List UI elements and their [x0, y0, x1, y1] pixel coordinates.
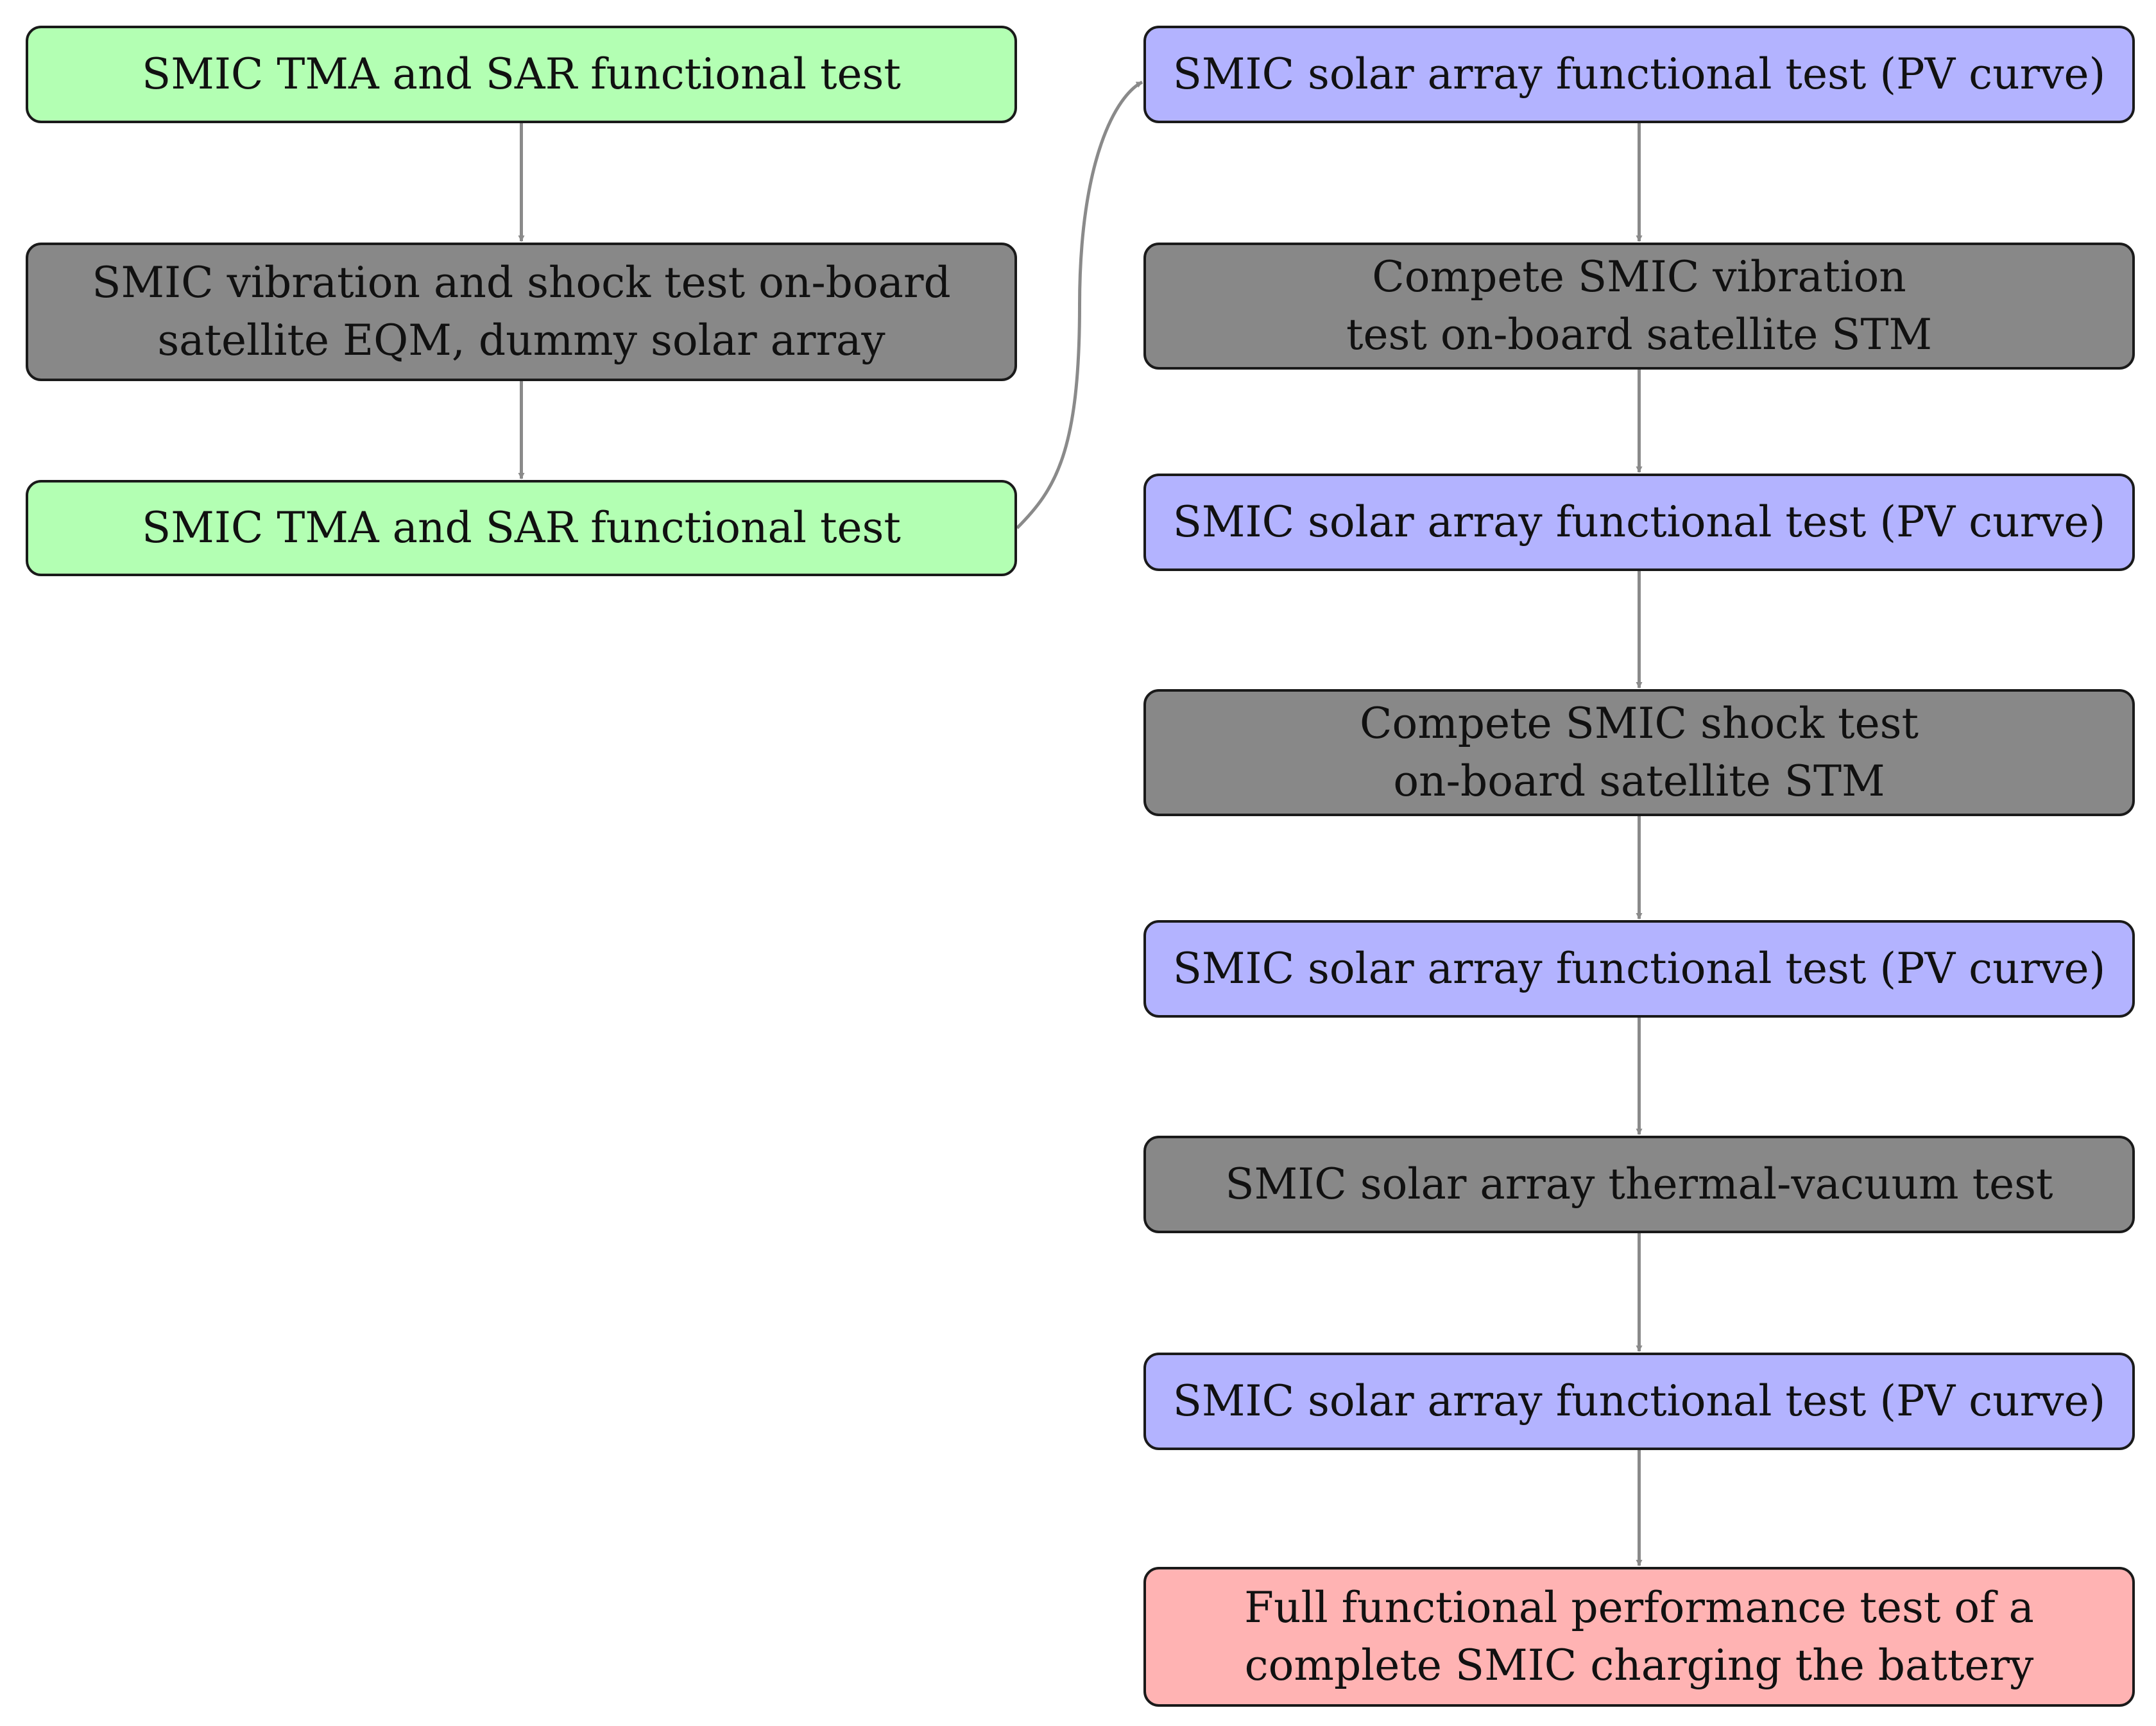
flow-node-right-5: SMIC solar array functional test (PV cur… — [1143, 920, 2135, 1018]
flow-node-text-line: Compete SMIC vibration — [1372, 252, 1906, 302]
flow-node-text-line: SMIC solar array functional test (PV cur… — [1172, 49, 2106, 99]
flow-arrow — [1016, 80, 1143, 529]
flow-node-right-4: Compete SMIC shock test on-board satellit… — [1143, 689, 2135, 816]
flow-node-right-1: SMIC solar array functional test (PV cur… — [1143, 26, 2135, 123]
flow-node-right-2: Compete SMIC vibration test on-board sate… — [1143, 243, 2135, 370]
flow-node-left-1: SMIC TMA and SAR functional test — [26, 26, 1017, 123]
flow-node-left-2: SMIC vibration and shock test on-board sa… — [26, 243, 1017, 381]
flow-node-text-line: complete SMIC charging the battery — [1244, 1641, 2034, 1690]
flow-node-text-line: SMIC solar array functional test (PV cur… — [1172, 1376, 2106, 1426]
flow-node-text-line: SMIC TMA and SAR functional test — [142, 503, 901, 552]
flow-node-right-7: SMIC solar array functional test (PV cur… — [1143, 1353, 2135, 1450]
flow-node-text-line: SMIC solar array functional test (PV cur… — [1172, 944, 2106, 993]
flow-node-text-line: SMIC solar array functional test (PV cur… — [1172, 497, 2106, 547]
flow-node-right-3: SMIC solar array functional test (PV cur… — [1143, 474, 2135, 571]
flow-node-text-line: on-board satellite STM — [1393, 756, 1885, 806]
flow-node-right-6: SMIC solar array thermal-vacuum test — [1143, 1136, 2135, 1233]
flow-node-right-8: Full functional performance test of a com… — [1143, 1567, 2135, 1707]
flow-node-text-line: Compete SMIC shock test — [1359, 699, 1919, 748]
flow-node-text-line: SMIC TMA and SAR functional test — [142, 49, 901, 99]
flow-node-text-line: SMIC vibration and shock test on-board — [92, 258, 951, 307]
flow-node-text-line: satellite EQM, dummy solar array — [157, 316, 886, 365]
flow-node-text-line: test on-board satellite STM — [1346, 310, 1933, 359]
flow-node-text-line: Full functional performance test of a — [1244, 1583, 2034, 1632]
flow-node-text-line: SMIC solar array thermal-vacuum test — [1225, 1159, 2053, 1209]
flow-node-left-3: SMIC TMA and SAR functional test — [26, 480, 1017, 576]
